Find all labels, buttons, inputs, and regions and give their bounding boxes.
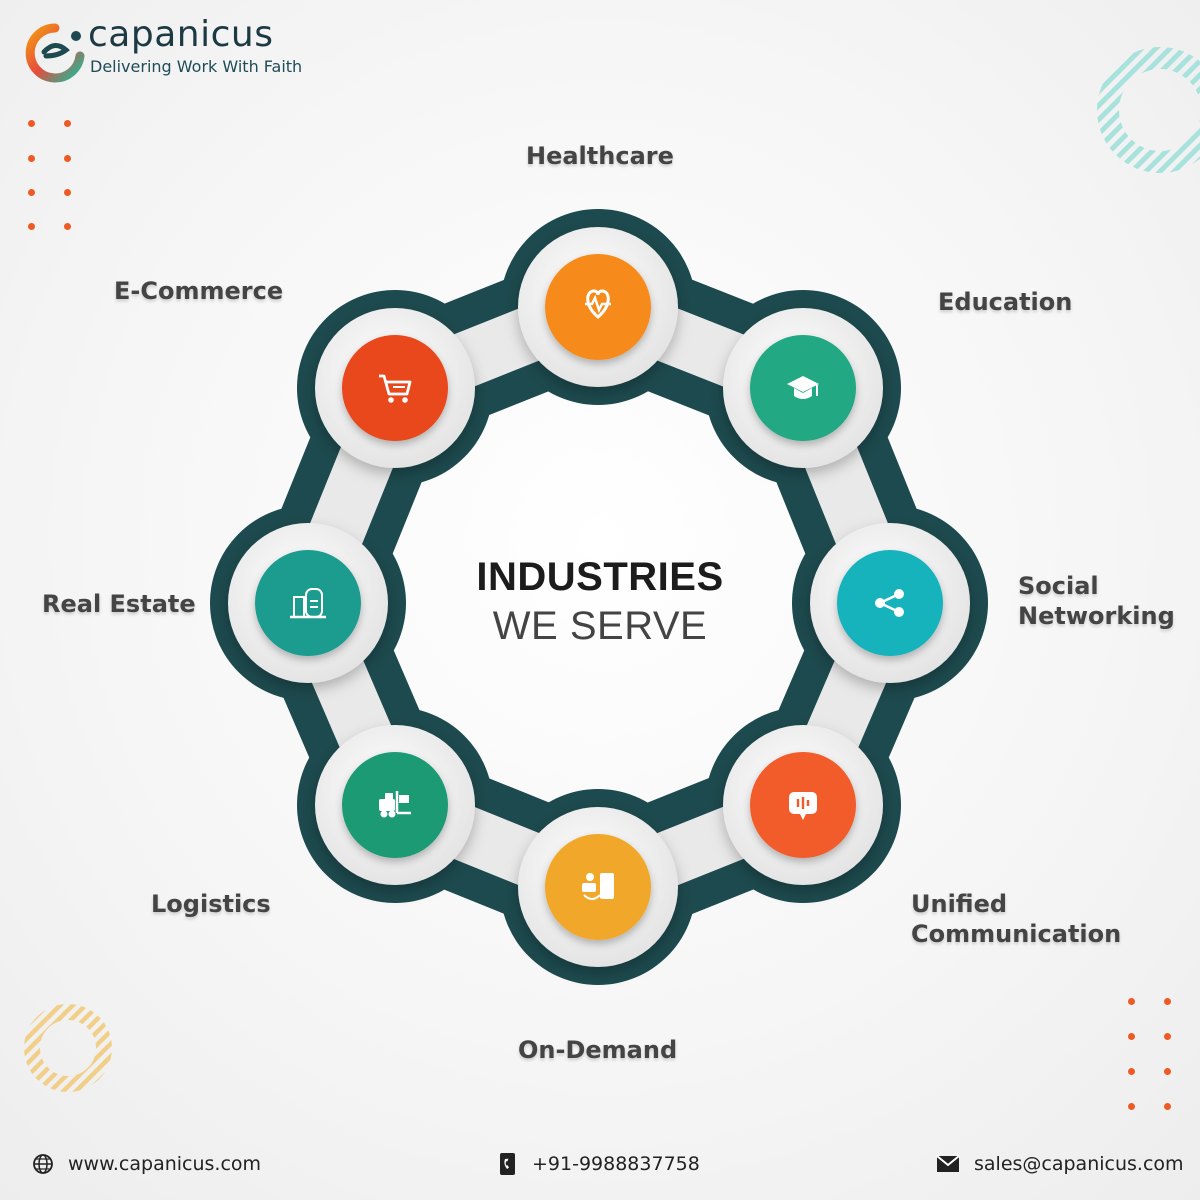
industry-label-line: Networking <box>1018 602 1175 630</box>
forklift-icon <box>379 791 411 818</box>
heartbeat-icon <box>585 289 611 319</box>
industry-label-education: Education <box>938 288 1073 316</box>
building-icon <box>290 588 326 619</box>
shopping-cart-icon <box>379 374 412 403</box>
center-subtitle: WE SERVE <box>492 604 708 648</box>
footer-phone[interactable]: +91-9988837758 <box>498 1148 700 1180</box>
industry-node-on-demand <box>518 807 678 967</box>
industry-label-line: Unified <box>911 890 1008 918</box>
industry-label-line: Communication <box>911 920 1122 948</box>
industry-node-forklift <box>315 725 475 885</box>
phone-text[interactable]: +91-9988837758 <box>532 1153 700 1175</box>
industry-node-shopping-cart <box>315 308 475 468</box>
industry-node-chat-bubble <box>723 725 883 885</box>
globe-icon <box>33 1154 53 1174</box>
envelope-icon <box>936 1155 960 1172</box>
industry-label-unified-communication: Unified Communication <box>911 889 1121 949</box>
industry-node-building <box>228 523 388 683</box>
industry-label-logistics: Logistics <box>151 890 271 918</box>
industry-label-healthcare: Healthcare <box>526 142 674 170</box>
footer-email[interactable]: sales@capanicus.com <box>936 1148 1184 1180</box>
industry-label-social-networking: Social Networking <box>1018 571 1175 631</box>
industry-label-real-estate: Real Estate <box>42 590 196 618</box>
industry-label-on-demand: On-Demand <box>518 1036 678 1064</box>
industry-label-line: Social <box>1018 572 1099 600</box>
website-text[interactable]: www.capanicus.com <box>68 1153 262 1175</box>
chat-bubble-icon <box>789 792 817 820</box>
industry-node-share <box>810 523 970 683</box>
industry-label-e-commerce: E-Commerce <box>114 277 284 305</box>
share-icon <box>875 589 904 617</box>
center-title: INDUSTRIES <box>476 555 724 599</box>
brand-name: capanicus <box>88 14 274 55</box>
footer-website[interactable]: www.capanicus.com <box>32 1148 261 1180</box>
brand-tagline: Delivering Work With Faith <box>90 57 303 76</box>
industry-node-heartbeat <box>518 227 678 387</box>
on-demand-icon <box>582 873 614 900</box>
capanicus-logo-icon <box>25 23 85 83</box>
graduation-cap-icon <box>787 376 819 399</box>
industry-icon-circle <box>545 834 651 940</box>
industry-icon-circle <box>255 550 361 656</box>
email-text[interactable]: sales@capanicus.com <box>974 1153 1184 1175</box>
striped-ring-decoration-yellow <box>24 1004 112 1092</box>
striped-ring-decoration-teal <box>1097 47 1200 173</box>
industry-node-graduation-cap <box>723 308 883 468</box>
phone-icon <box>500 1153 515 1175</box>
industry-icon-circle <box>837 550 943 656</box>
